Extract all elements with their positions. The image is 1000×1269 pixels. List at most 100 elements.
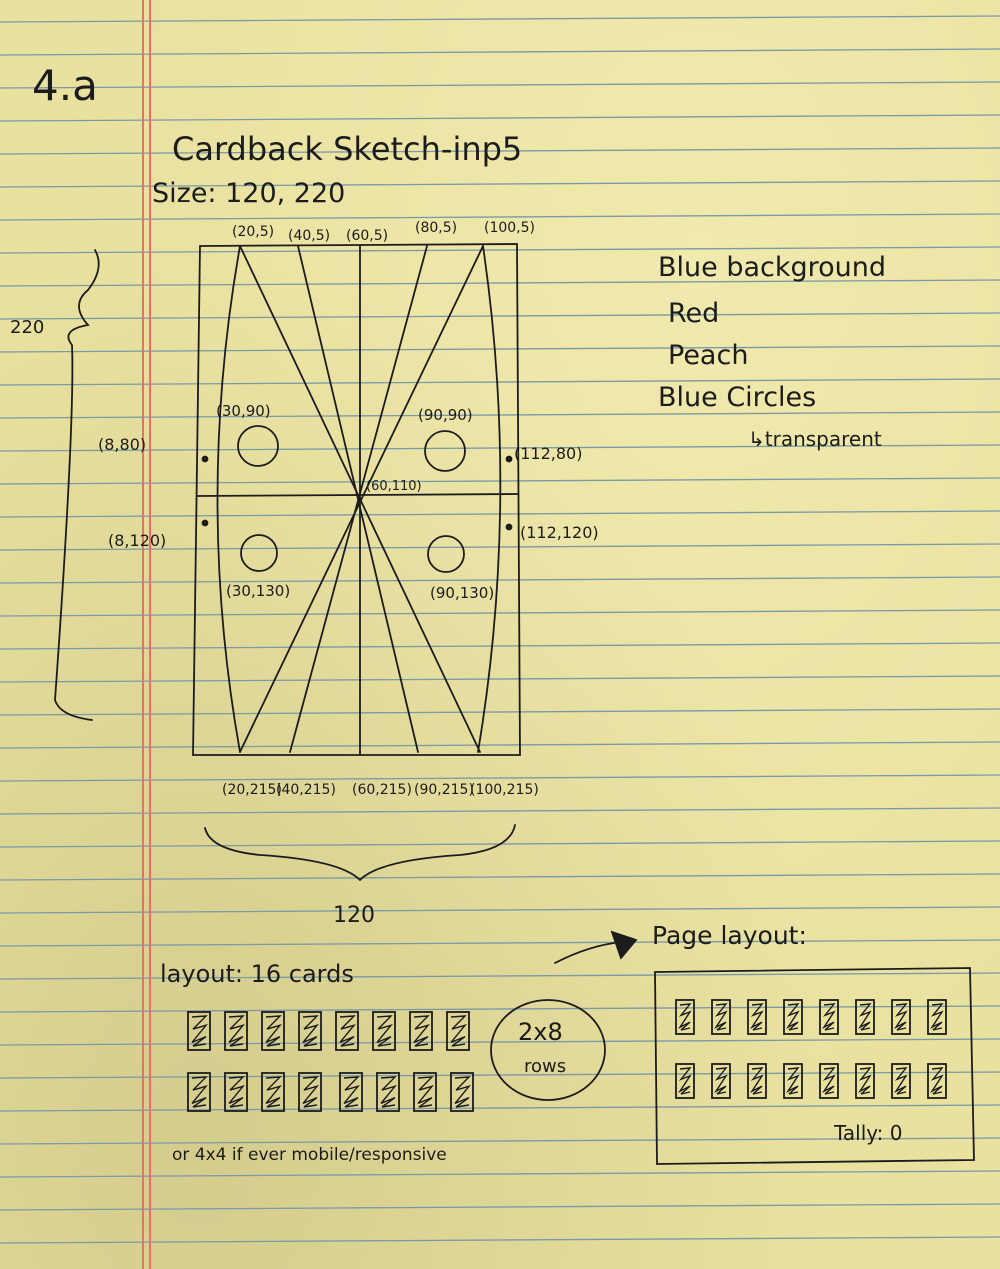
rule-line xyxy=(0,906,1000,914)
rule-line xyxy=(0,609,1000,617)
card-thumbnail xyxy=(413,1072,437,1112)
ray-line xyxy=(289,245,428,753)
width-dimension: 120 xyxy=(333,903,375,928)
card-thumbnail xyxy=(450,1072,474,1112)
rule-line xyxy=(0,1203,1000,1211)
card-thumbnail xyxy=(298,1072,322,1112)
rule-line xyxy=(0,411,1000,419)
card-thumbnail xyxy=(446,1011,470,1051)
card-thumbnail xyxy=(224,1011,248,1051)
card-thumbnail xyxy=(261,1011,285,1051)
height-dimension: 220 xyxy=(10,317,44,338)
rule-line xyxy=(0,1104,1000,1112)
card-thumbnail xyxy=(927,999,947,1035)
rule-line xyxy=(0,345,1000,353)
card-thumbnail xyxy=(409,1011,433,1051)
card-thumbnail xyxy=(187,1011,211,1051)
card-thumbnail xyxy=(711,999,731,1035)
card-thumbnail xyxy=(335,1011,359,1051)
rows-circle-bottom: rows xyxy=(524,1056,566,1077)
coord-center: (60,110) xyxy=(366,479,422,494)
layout-label: layout: 16 cards xyxy=(160,960,354,988)
coord-top-3: (60,5) xyxy=(346,228,388,244)
circle-bottom-left xyxy=(240,534,278,572)
coord-top-1: (20,5) xyxy=(232,224,274,240)
rule-line xyxy=(0,1236,1000,1244)
coord-top-4: (80,5) xyxy=(415,220,457,236)
card-thumbnail xyxy=(891,1063,911,1099)
coord-bottom-5: (100,215) xyxy=(470,782,539,798)
coord-top-2: (40,5) xyxy=(288,228,330,244)
rule-line xyxy=(0,774,1000,782)
coord-bottom-3: (60,215) xyxy=(352,782,412,798)
width-brace xyxy=(204,824,516,882)
note-peach: Peach xyxy=(668,340,748,371)
left-curve xyxy=(216,245,241,753)
rule-line xyxy=(0,246,1000,254)
coord-right-lower: (112,120) xyxy=(520,523,599,542)
card-thumbnail xyxy=(261,1072,285,1112)
coord-left-upper: (8,80) xyxy=(98,435,146,454)
coord-bottom-4: (90,215) xyxy=(414,782,474,798)
note-red: Red xyxy=(668,298,719,329)
coord-bottom-1: (20,215) xyxy=(222,782,282,798)
point-dot xyxy=(505,523,513,531)
rule-line xyxy=(0,741,1000,749)
note-blue-circles: Blue Circles xyxy=(658,382,816,413)
rule-line xyxy=(0,873,1000,881)
rule-line xyxy=(0,114,1000,122)
rule-line xyxy=(0,147,1000,155)
card-thumbnail xyxy=(747,999,767,1035)
card-thumbnail xyxy=(819,999,839,1035)
rule-line xyxy=(0,972,1000,980)
rule-line xyxy=(0,708,1000,716)
coord-circle-3: (30,130) xyxy=(226,582,290,600)
card-thumbnail xyxy=(783,999,803,1035)
card-thumbnail xyxy=(376,1072,400,1112)
card-thumbnail xyxy=(855,1063,875,1099)
rule-line xyxy=(0,1038,1000,1046)
note-transparent: ↳transparent xyxy=(748,427,882,451)
coord-circle-2: (90,90) xyxy=(418,406,473,424)
coord-circle-1: (30,90) xyxy=(216,402,271,420)
card-thumbnail xyxy=(747,1063,767,1099)
card-thumbnail xyxy=(298,1011,322,1051)
card-thumbnail xyxy=(711,1063,731,1099)
rule-line xyxy=(0,15,1000,23)
height-brace xyxy=(54,249,100,721)
circle-top-right xyxy=(424,430,466,472)
right-curve xyxy=(477,245,502,753)
rule-line xyxy=(0,1170,1000,1178)
rows-circle xyxy=(490,999,606,1101)
card-thumbnail xyxy=(891,999,911,1035)
rule-line xyxy=(0,1005,1000,1013)
rule-line xyxy=(0,1137,1000,1145)
card-thumbnail xyxy=(372,1011,396,1051)
heading: 4.a xyxy=(32,61,98,110)
card-thumbnail xyxy=(339,1072,363,1112)
size-label: Size: 120, 220 xyxy=(152,178,345,209)
rule-line xyxy=(0,279,1000,287)
card-thumbnail xyxy=(927,1063,947,1099)
rows-circle-top: 2x8 xyxy=(518,1018,563,1046)
ray-line xyxy=(239,245,481,753)
circle-bottom-right xyxy=(427,535,465,573)
layout-alt-note: or 4x4 if ever mobile/responsive xyxy=(172,1145,447,1165)
rule-line xyxy=(0,312,1000,320)
card-thumbnail xyxy=(783,1063,803,1099)
rule-line xyxy=(0,213,1000,221)
rule-line xyxy=(0,180,1000,188)
rule-line xyxy=(0,939,1000,947)
ruled-lines xyxy=(0,15,1000,1244)
card-thumbnail xyxy=(675,999,695,1035)
card-thumbnail xyxy=(819,1063,839,1099)
ray-line xyxy=(239,245,484,753)
point-dot xyxy=(201,455,209,463)
rule-line xyxy=(0,378,1000,386)
coord-bottom-2: (40,215) xyxy=(276,782,336,798)
card-thumbnail xyxy=(855,999,875,1035)
rule-line xyxy=(0,1071,1000,1079)
page-layout-label: Page layout: xyxy=(652,921,807,950)
card-thumbnail xyxy=(187,1072,211,1112)
